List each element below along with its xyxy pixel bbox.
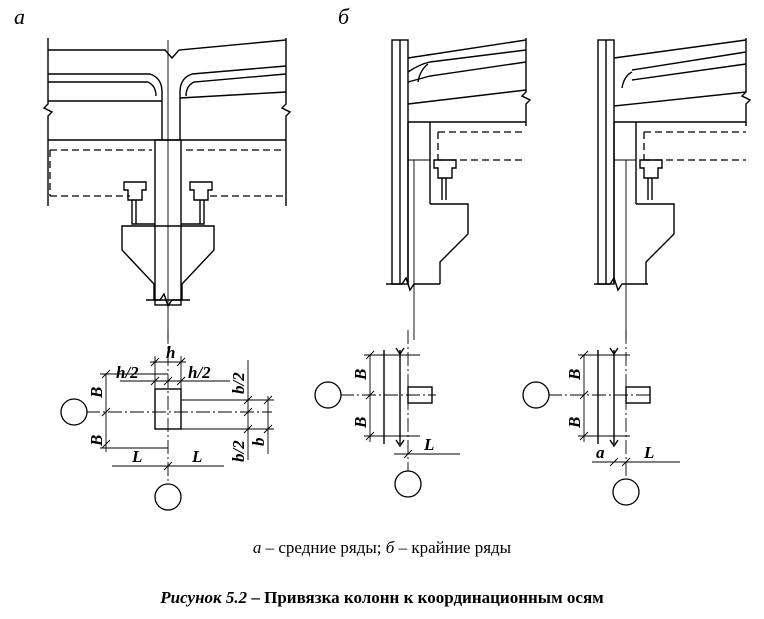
caption-sub-a-text: – средние ряды; bbox=[261, 538, 386, 557]
dim-L-left-a: L bbox=[131, 447, 142, 466]
roof-fillet-1 bbox=[417, 63, 429, 83]
dim-h-half-left: h/2 bbox=[116, 363, 139, 382]
dim-L-b2: L bbox=[643, 443, 654, 462]
plan-a-column bbox=[154, 388, 182, 430]
roof-slabs-2 bbox=[613, 39, 747, 107]
column-b1-break bbox=[386, 276, 440, 292]
dim-B-bot-a: B bbox=[87, 435, 106, 447]
panel-b-label: б bbox=[338, 4, 350, 29]
dim-b-half-top: b/2 bbox=[229, 372, 248, 394]
dim-L-right-a: L bbox=[191, 447, 202, 466]
plan-b2-breaks bbox=[609, 347, 619, 448]
dim-B-bot-b2: B bbox=[565, 417, 584, 429]
rail-left bbox=[123, 181, 147, 201]
dim-ticks-b bbox=[243, 395, 273, 434]
roof-slab-left-top bbox=[48, 73, 163, 140]
dim-B-top-a: B bbox=[87, 387, 106, 399]
roof-slabs-1 bbox=[407, 39, 527, 105]
dim-h-half-right: h/2 bbox=[188, 363, 211, 382]
crane-beam-b2 bbox=[643, 131, 746, 161]
axis-marker-a-row bbox=[60, 398, 88, 426]
dim-B-bot-b1: B bbox=[351, 417, 370, 429]
column-b1-console bbox=[430, 203, 469, 284]
axis-marker-b2-row bbox=[522, 381, 550, 409]
dim-ticks-aL-b2 bbox=[609, 457, 631, 467]
crane-beam-right bbox=[186, 149, 284, 197]
dim-L-b1: L bbox=[423, 435, 434, 454]
break-line-right bbox=[280, 38, 292, 206]
dim-B-top-b1: B bbox=[351, 369, 370, 381]
plan-b1-column bbox=[407, 386, 433, 404]
roof-slab-left-bot bbox=[48, 81, 157, 97]
column-b1-shaft bbox=[407, 122, 431, 284]
dim-b-label: b bbox=[249, 438, 268, 447]
break-line-2 bbox=[740, 38, 752, 126]
break-line-left bbox=[42, 38, 54, 206]
crane-girder-left bbox=[131, 200, 155, 225]
axis-marker-b1-row bbox=[314, 381, 342, 409]
plan-b2-column bbox=[625, 386, 651, 404]
crane-girder-right bbox=[181, 200, 205, 225]
truss-line-right bbox=[179, 91, 287, 99]
dim-tick-L-a bbox=[163, 461, 173, 471]
caption-sub-b-letter: б bbox=[385, 538, 395, 557]
roof-top-line bbox=[48, 39, 287, 60]
roof-slab-right-top bbox=[179, 65, 287, 140]
dim-b-half-bot: b/2 bbox=[229, 440, 248, 462]
crane-beam-left bbox=[49, 149, 152, 197]
plan-b1-wall bbox=[383, 350, 401, 444]
crane-beam-b1 bbox=[437, 131, 526, 161]
figure-canvas: а б bbox=[14, 4, 752, 511]
axis-marker-b1-col bbox=[394, 470, 422, 498]
plan-b2-wall bbox=[597, 350, 615, 444]
caption-title-text: – Привязка колонн к координационным осям bbox=[247, 588, 604, 607]
dim-a-b2: a bbox=[596, 443, 605, 462]
figure-caption: Рисунок 5.2 – Привязка колонн к координа… bbox=[0, 588, 764, 608]
rail-b2 bbox=[639, 159, 663, 179]
roof-slab-right-bot bbox=[185, 73, 287, 97]
rail-b1 bbox=[433, 159, 457, 179]
panel-b1-plan bbox=[314, 330, 460, 498]
column-b2-break bbox=[594, 276, 648, 292]
panel-b2-elevation bbox=[594, 38, 752, 340]
panel-b1-elevation bbox=[386, 38, 532, 340]
girder-b2 bbox=[647, 178, 653, 200]
column-a-break bbox=[146, 292, 190, 308]
caption-sub-b-text: – крайние ряды bbox=[394, 538, 512, 557]
caption-sub-a-letter: а bbox=[252, 538, 262, 557]
panel-a-plan bbox=[60, 330, 274, 511]
break-line-1 bbox=[520, 38, 532, 126]
dim-B-top-b2: B bbox=[565, 369, 584, 381]
plan-b1-breaks bbox=[395, 347, 405, 448]
dim-tick-L-b1 bbox=[403, 449, 413, 459]
axis-marker-b2-col bbox=[612, 478, 640, 506]
caption-subtitle: а – средние ряды; б – крайние ряды bbox=[0, 538, 764, 558]
rail-right bbox=[189, 181, 213, 201]
axis-marker-a-col bbox=[154, 483, 182, 511]
column-b2-console bbox=[636, 203, 675, 284]
panel-b2-plan bbox=[522, 330, 680, 506]
column-b2-shaft bbox=[613, 122, 637, 284]
caption-figure-number: Рисунок 5.2 bbox=[160, 588, 248, 607]
panel-a-elevation bbox=[42, 38, 292, 340]
girder-b1 bbox=[441, 178, 447, 200]
panel-a-label: а bbox=[14, 4, 25, 29]
dim-h-label: h bbox=[166, 343, 175, 362]
